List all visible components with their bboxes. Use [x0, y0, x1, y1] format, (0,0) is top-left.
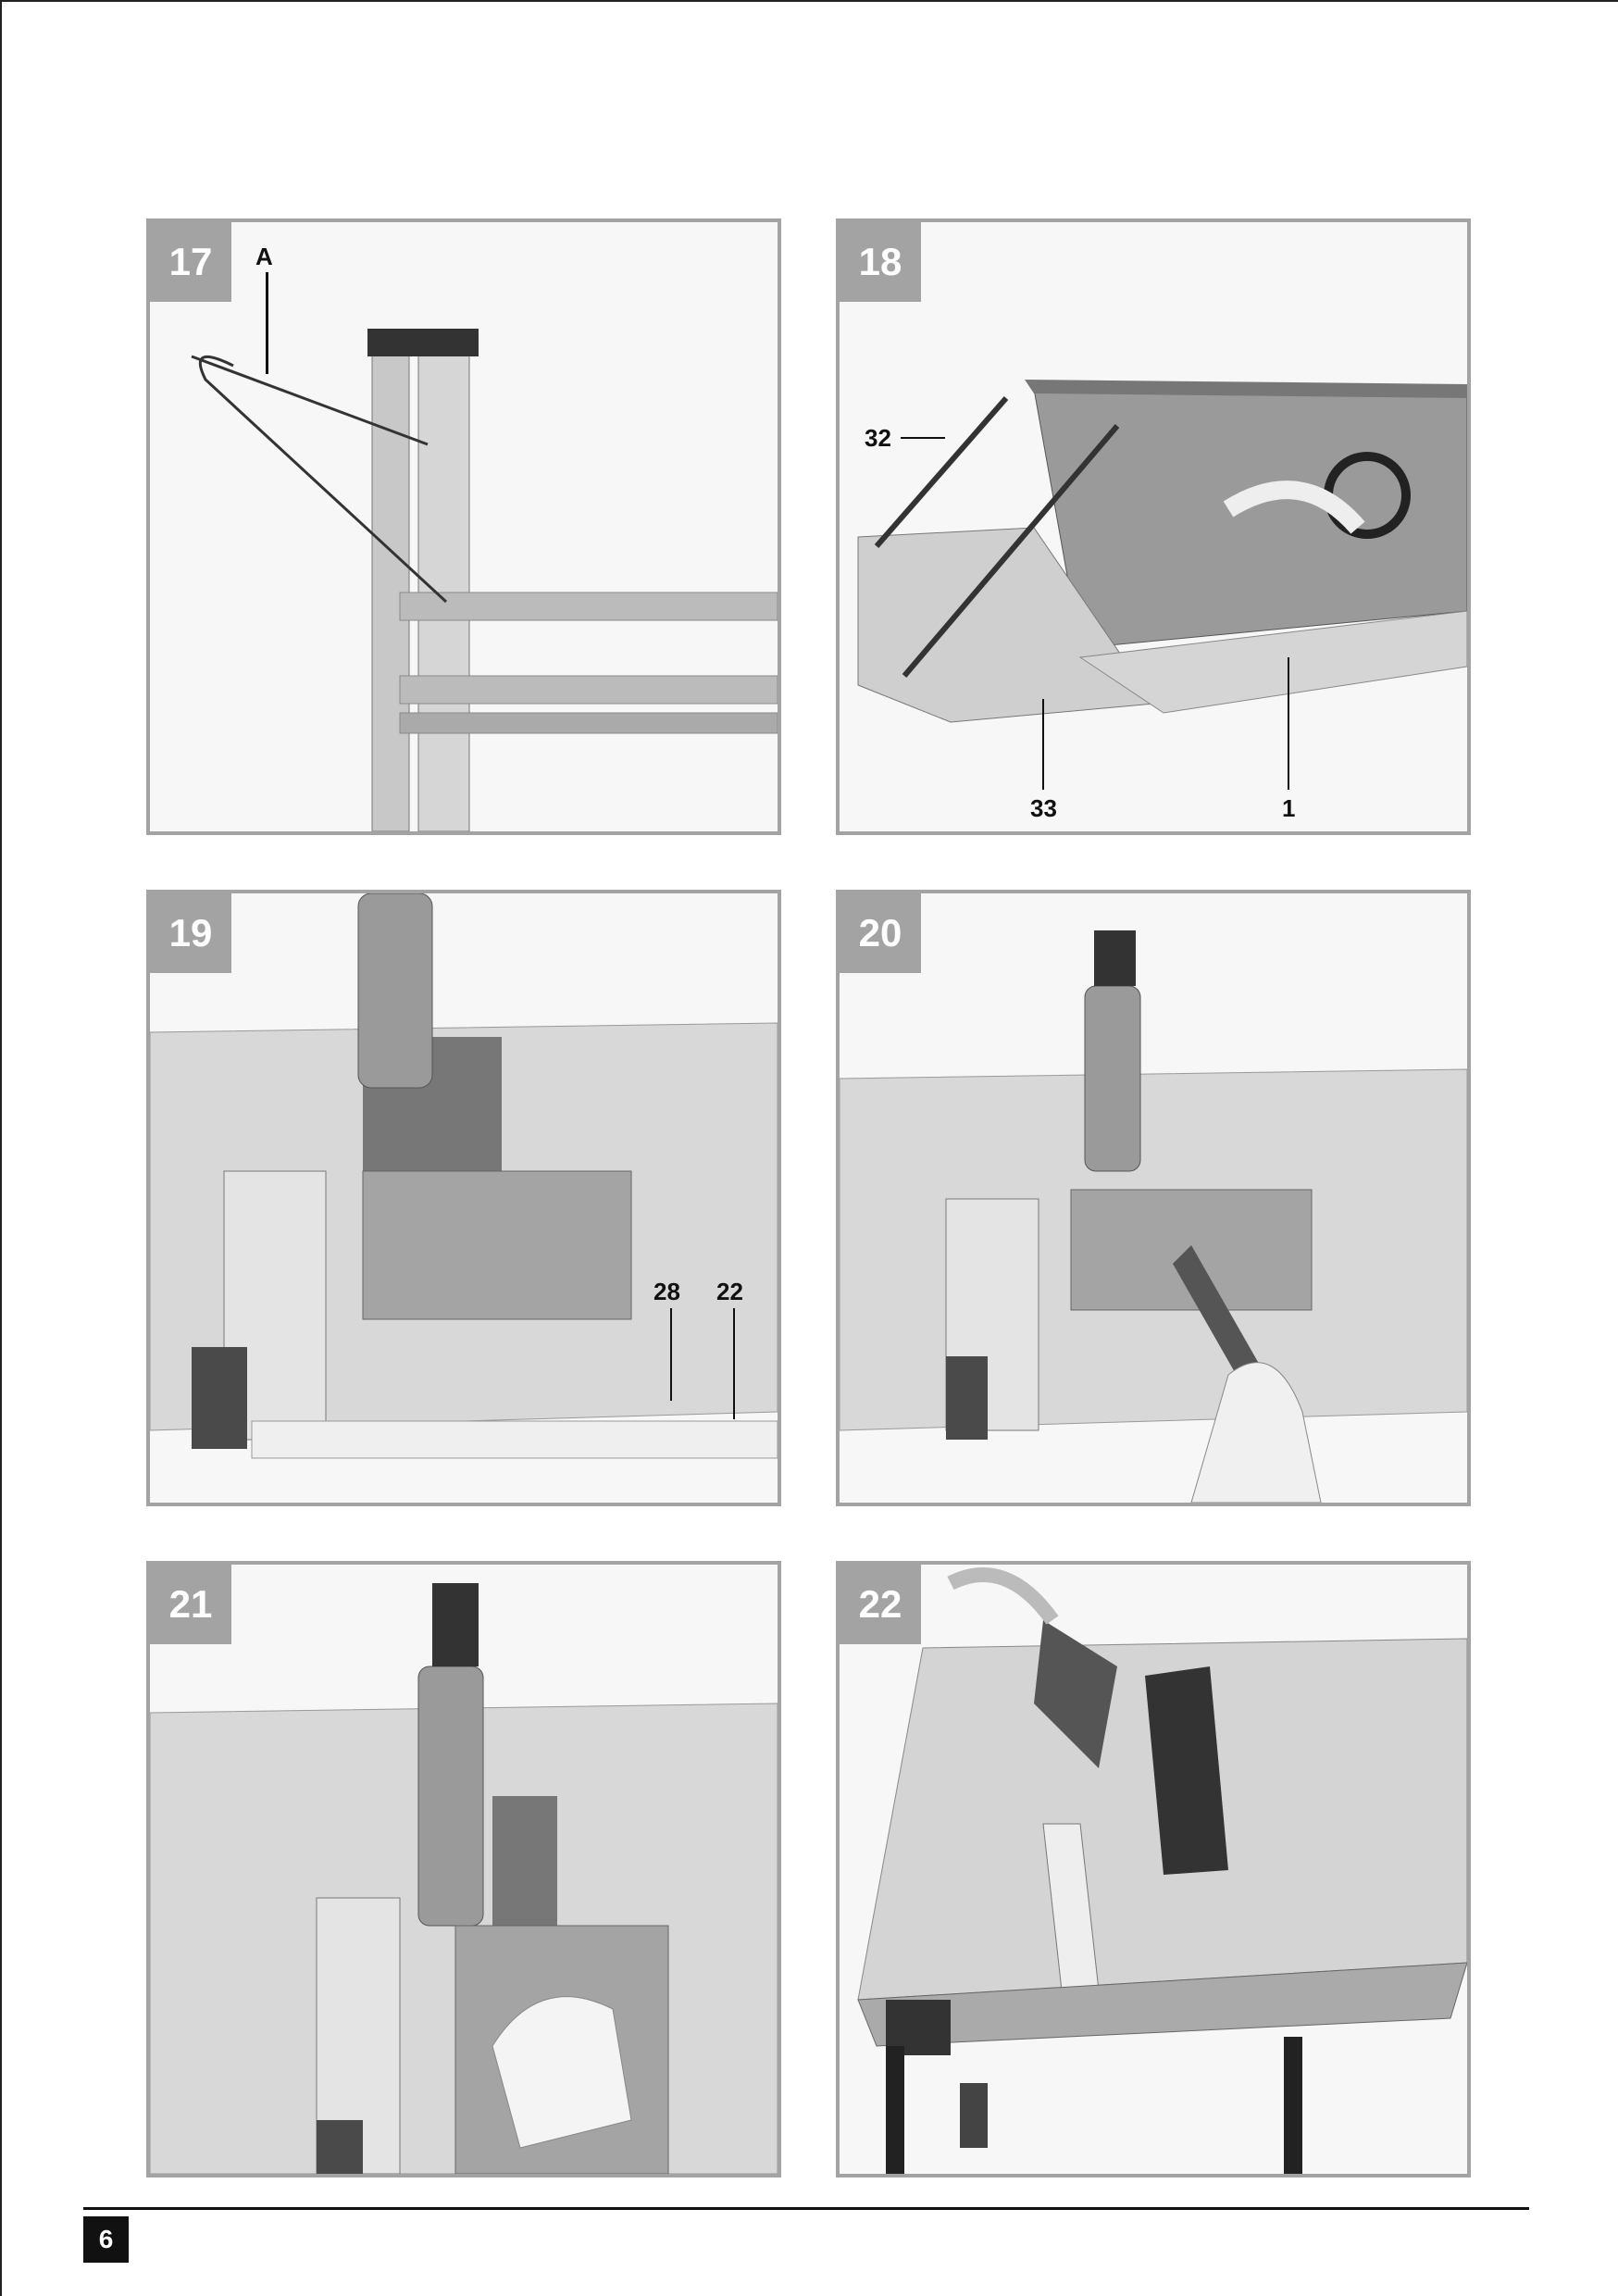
figure-18-photo [857, 380, 1467, 723]
figure-18: 18 32 33 1 [836, 218, 1471, 835]
figure-22: 22 [836, 1561, 1471, 2177]
figure-19: 19 28 22 [146, 890, 781, 1506]
figure-21-photo [150, 1583, 778, 2174]
callout-label: A [255, 243, 273, 270]
figure-number: 20 [840, 893, 921, 973]
callout-label: 22 [716, 1278, 743, 1305]
callout-leader-line [1288, 657, 1289, 790]
figure-number: 19 [150, 893, 231, 973]
callout-label: 33 [1030, 794, 1057, 822]
figure-number: 18 [840, 222, 921, 302]
callout-leader-line [670, 1308, 672, 1401]
callout-label: 1 [1282, 794, 1296, 822]
figure-number: 22 [840, 1565, 921, 1644]
callout-label: 28 [653, 1278, 680, 1305]
page-border-left [0, 0, 2, 2296]
callout-label: 32 [865, 424, 891, 452]
figure-17-photo [191, 329, 778, 831]
page-number: 6 [83, 2216, 129, 2263]
figure-22-photo [857, 1567, 1467, 2174]
callout-leader-line [733, 1308, 735, 1419]
callout-leader-line [1042, 699, 1044, 790]
figure-17: 17 A [146, 218, 781, 835]
footer-rule [83, 2207, 1529, 2210]
callout-leader-line [266, 272, 268, 374]
figure-21: 21 [146, 1561, 781, 2177]
figure-20: 20 [836, 890, 1471, 1506]
callout-leader-line [901, 437, 945, 439]
figure-20-photo [840, 930, 1467, 1503]
figure-number: 21 [150, 1565, 231, 1644]
page-border-top [0, 0, 1618, 2]
figure-number: 17 [150, 222, 231, 302]
figure-19-photo [150, 893, 778, 1459]
